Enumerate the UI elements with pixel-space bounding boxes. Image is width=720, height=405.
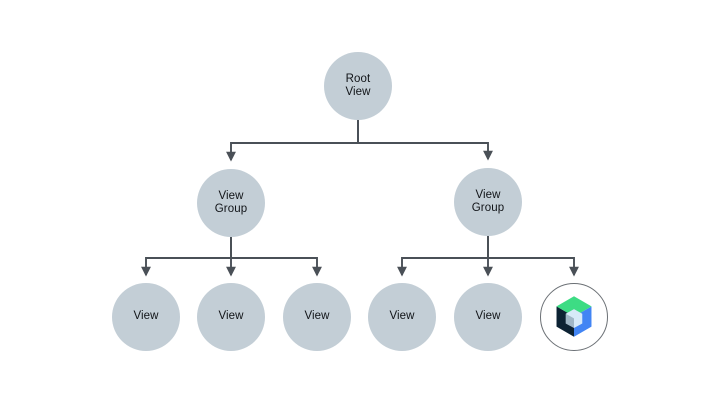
node-view-4[interactable]: View: [368, 283, 436, 351]
jetpack-compose-logo: [556, 296, 592, 337]
node-compose-view[interactable]: [540, 283, 608, 351]
node-view-5-label: View: [475, 310, 501, 323]
edge-root-to-viewgroup-right: [357, 120, 493, 161]
node-view-group-right-label: View Group: [471, 188, 505, 215]
edge-root-to-viewgroup-left: [226, 120, 359, 162]
edge-viewgroup-right-to-compose-node: [487, 236, 579, 277]
node-view-3[interactable]: View: [283, 283, 351, 351]
node-view-4-label: View: [389, 310, 415, 323]
node-view-1[interactable]: View: [112, 283, 180, 351]
node-view-2-label: View: [218, 310, 244, 323]
node-root-view-label: Root View: [345, 72, 371, 99]
edge-viewgroup-right-to-view-4: [397, 236, 489, 277]
compose-logo-center-hexagon: [565, 309, 583, 329]
edge-viewgroup-left-to-view-1: [141, 237, 232, 277]
node-view-2[interactable]: View: [197, 283, 265, 351]
compose-logo-inner-shadow: [565, 313, 574, 329]
node-view-group-left[interactable]: View Group: [197, 169, 265, 237]
node-view-group-right[interactable]: View Group: [454, 168, 522, 236]
node-view-1-label: View: [133, 310, 159, 323]
node-view-group-left-label: View Group: [214, 189, 248, 216]
node-view-5[interactable]: View: [454, 283, 522, 351]
edge-viewgroup-left-to-view-3: [230, 237, 322, 277]
node-view-3-label: View: [304, 310, 330, 323]
node-root-view[interactable]: Root View: [324, 52, 392, 120]
